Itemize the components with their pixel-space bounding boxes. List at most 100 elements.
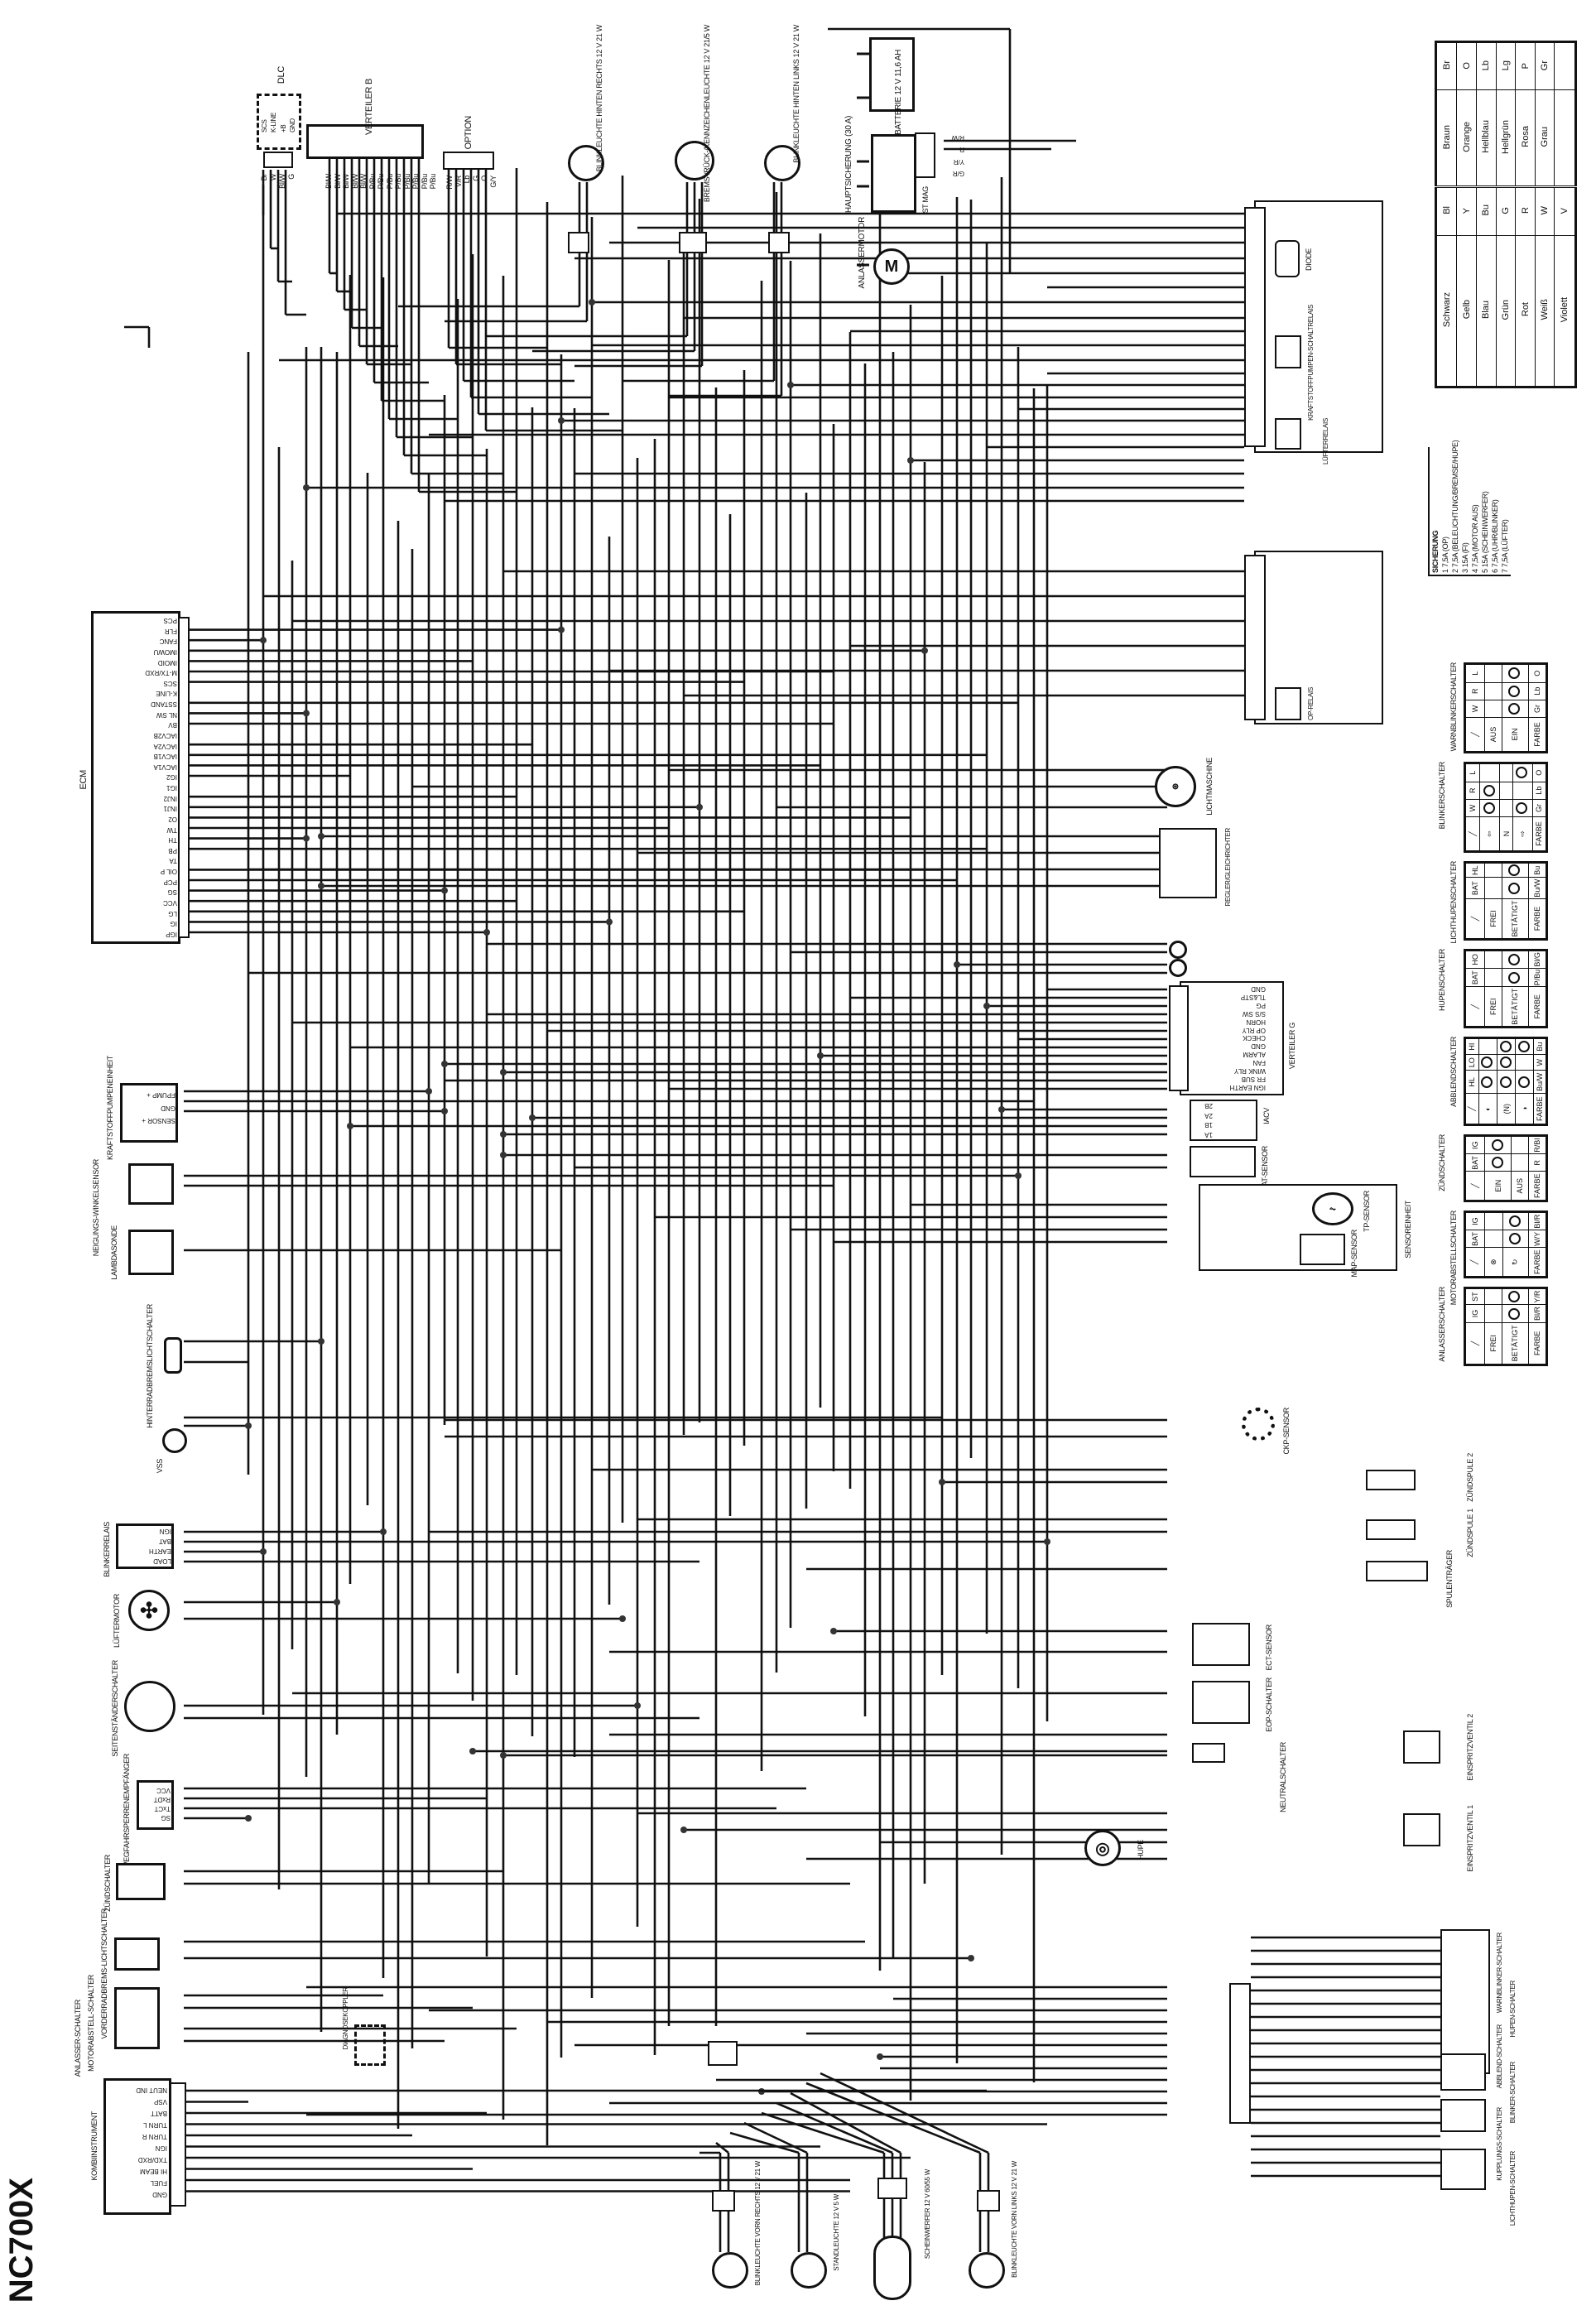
junction-dot: [441, 1108, 448, 1114]
junction-dot: [830, 1628, 837, 1634]
wire-color-label: Br: [260, 174, 268, 181]
junction-dot: [589, 299, 595, 306]
color-abbreviation: Br: [1441, 60, 1452, 70]
ecm-pin-label: IACV1B: [153, 753, 177, 761]
continuity-circle-icon: [1508, 953, 1521, 965]
junction-dot: [634, 1702, 641, 1709]
continuity-cell: [1484, 1304, 1502, 1323]
color-name: Rosa: [1520, 126, 1531, 148]
color-name: Rot: [1520, 302, 1531, 317]
wire-color-label: P/Bu: [385, 174, 394, 190]
wire-color-label: G: [287, 174, 296, 180]
iacv-pin-label: 1A: [1204, 1130, 1213, 1138]
wire-color: Gr: [1528, 700, 1547, 718]
wire-color-label: Bl/W: [278, 174, 286, 189]
continuity-cell: [1502, 1211, 1529, 1230]
junction-dot: [921, 647, 928, 654]
handlebar-connector: [1229, 1983, 1251, 2124]
continuity-cell: [1484, 1288, 1502, 1305]
ecm-pin-label: SG: [167, 888, 177, 897]
battery: [869, 37, 915, 112]
ecm-pin-label: FLR: [164, 627, 177, 635]
junction-dot: [877, 2053, 883, 2060]
clutch-switch-label: KUPPLUNGS-SCHALTER: [1496, 2107, 1503, 2181]
regulator-rectifier: [1159, 828, 1217, 898]
wire-color-label: Y/R: [953, 157, 964, 166]
wire: [805, 2082, 981, 2154]
fuel-pump-relay: [1275, 335, 1301, 368]
ecm-pin-label: SSTAND: [151, 700, 177, 708]
injector-1-label: EINSPRITZVENTIL 1: [1466, 1805, 1474, 1872]
diode: [1275, 240, 1300, 277]
junction-dot: [334, 1599, 340, 1605]
continuity-circle-icon: [1483, 784, 1495, 797]
sensor-unit: [1199, 1184, 1397, 1271]
continuity-circle-icon: [1508, 702, 1521, 715]
color-code-cell: Weiß: [1534, 234, 1555, 387]
continuity-circle-icon: [1516, 767, 1528, 779]
switch-state: EIN: [1502, 717, 1529, 753]
meter-pin-label: VSP: [153, 2098, 167, 2106]
wire-color: W/Y: [1528, 1230, 1547, 1248]
continuity-circle-icon: [1508, 864, 1521, 877]
hazard-switch-label: WARNBLINKER-SCHALTER: [1496, 1933, 1503, 2014]
continuity-cell: [1511, 1153, 1529, 1172]
verteiler-b-label: VERTEILER B: [364, 79, 374, 136]
rear-brake-switch-label: HINTERRADBREMSLICHTSCHALTER: [146, 1304, 154, 1428]
side-stand-switch: [124, 1681, 175, 1732]
continuity-circle-icon: [1508, 971, 1521, 984]
connector-3p: [768, 232, 790, 253]
connector-2p: [568, 232, 589, 253]
color-code-cell: Orange: [1456, 89, 1478, 189]
verteiler-g-pin-label: PG: [1256, 1001, 1266, 1009]
meter-pin-label: IGN: [155, 2144, 167, 2152]
iat-sensor-label: IAT-SENSOR: [1261, 1146, 1269, 1188]
verteiler-b-box: [306, 124, 424, 159]
switch-state: ⇨: [1512, 816, 1533, 852]
continuity-cell: [1497, 1054, 1516, 1071]
switch-state: ⊗: [1484, 1247, 1503, 1278]
op-relay-connector: [1244, 555, 1266, 720]
connector-3p: [679, 232, 707, 253]
bank-angle-label: NEIGUNGS-WINKELSENSOR: [92, 1159, 100, 1257]
continuity-circle-icon: [1508, 1307, 1521, 1320]
color-code-cell: [1554, 41, 1576, 91]
color-abbreviation: Lg: [1500, 60, 1511, 70]
ignition-coil-1-label: ZÜNDSPULE 1: [1466, 1509, 1474, 1557]
junction-dot: [939, 1479, 945, 1485]
fuse-item: 4 7,5A (MOTOR AUS): [1471, 504, 1479, 573]
switch-table-title: LICHTHUPENSCHALTER: [1449, 861, 1458, 944]
verteiler-g-pin-label: GND: [1251, 1042, 1266, 1051]
color-code-cell: Rot: [1515, 234, 1536, 387]
terminal-header: BAT: [1464, 877, 1485, 899]
junction-dot: [347, 1123, 353, 1129]
alternator: ⊛: [1155, 766, 1196, 807]
main-fuse-label: HAUPTSICHERUNG (30 A): [844, 116, 853, 214]
st-mag-label: ST MAG: [921, 186, 930, 214]
fuse-item: 2 7,5A (BELEUCHTUNG/BREMSE/HUPE): [1451, 440, 1459, 573]
immobilizer-pin-label: RxDT: [153, 1796, 171, 1803]
wire-color: Gr: [1532, 799, 1547, 817]
wire-color: Bu/W: [1528, 877, 1547, 899]
rear-right-turn-label: BLINKLEUCHTE HINTEN RECHTS 12 V 21 W: [595, 25, 603, 172]
wire-color-label: Bl/W: [324, 174, 333, 189]
ecm-pin-label: IG2: [166, 773, 177, 782]
continuity-cell: [1502, 1288, 1529, 1305]
junction-dot: [529, 1114, 536, 1121]
wire-color-label: R/W: [951, 134, 964, 142]
ckp-sensor: [1242, 1408, 1275, 1441]
terminal-header: HO: [1464, 950, 1485, 969]
ecm-pin-label: TW: [166, 825, 177, 834]
tp-sensor-label: TP-SENSOR: [1363, 1191, 1371, 1232]
ecm-pin-label: IMOWU: [153, 647, 177, 656]
iacv-pin-label: 2A: [1204, 1111, 1213, 1119]
wire-color-label: Bl/W: [342, 174, 350, 189]
junction-dot: [425, 1088, 432, 1095]
continuity-cell: [1484, 1153, 1512, 1172]
connector-front: [708, 2041, 738, 2066]
immobilizer-pin-label: TxCT: [154, 1805, 171, 1812]
fuse-item: 1 7,5A (OP): [1441, 537, 1449, 573]
